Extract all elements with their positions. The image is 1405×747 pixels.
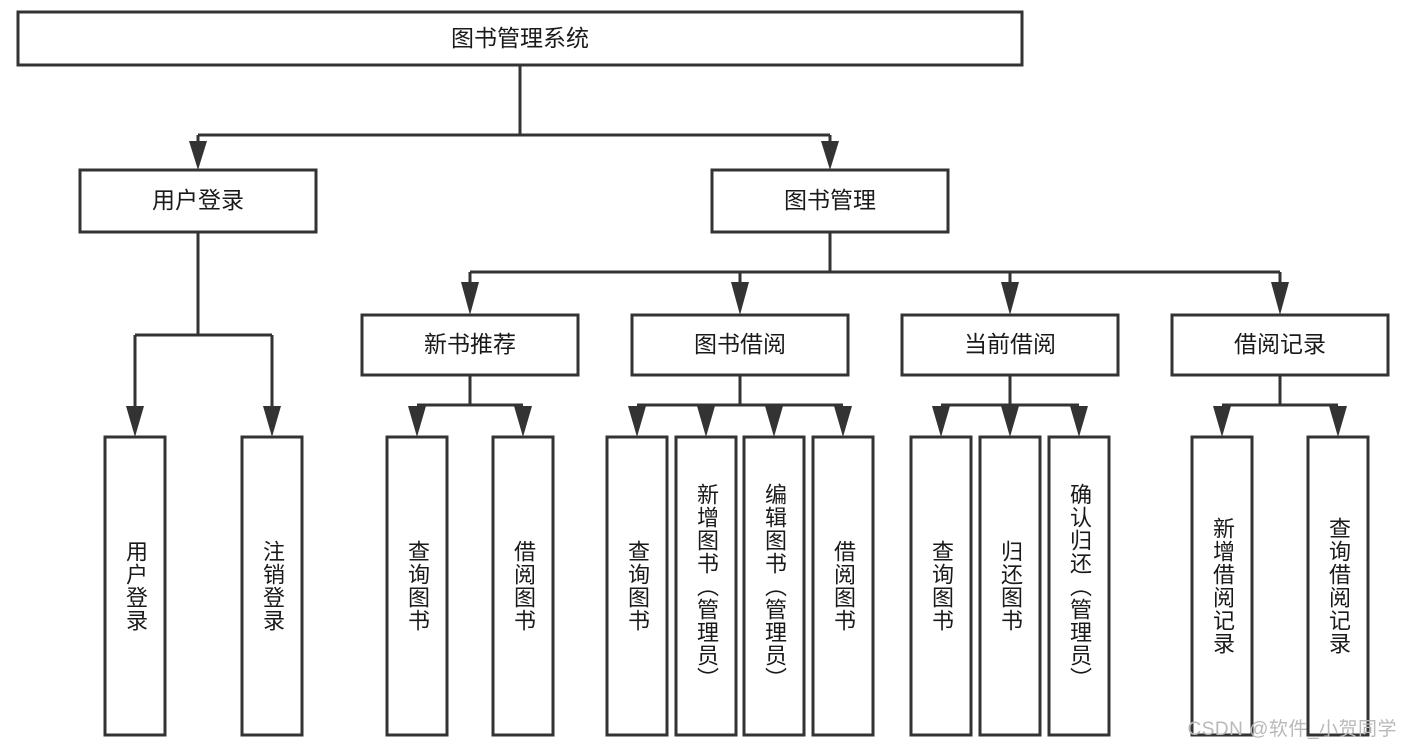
leaf-group-book-borrow: 查询图书 新增图书（管理员） 编辑图书（管理员） 借阅图书	[605, 435, 875, 737]
node-book-manage[interactable]: 图书管理	[710, 168, 950, 234]
leaf-node-text-area: 查询图书	[624, 540, 650, 632]
leaf-group-current-borrow: 查询图书 归还图书 确认归还（管理员）	[909, 435, 1111, 737]
leaf-node-text-area: 编辑图书（管理员）	[761, 482, 787, 690]
arrow-head-bb-leaf2	[697, 406, 715, 437]
leaf-node-box[interactable]	[1190, 435, 1254, 737]
leaf-label: 借阅图书	[510, 540, 536, 632]
node-book-manage-label: 图书管理	[784, 187, 876, 213]
leaf-node-text-area: 借阅图书	[510, 540, 536, 632]
arrow-head-borrow-record	[1271, 282, 1289, 315]
arrow-head-cb-leaf1	[932, 406, 950, 437]
leaf-node-text-area: 新增借阅记录	[1209, 517, 1235, 655]
leaf-node-text-area: 归还图书	[997, 540, 1023, 632]
node-new-book-recommend[interactable]: 新书推荐	[360, 313, 580, 377]
connectors-book-manage-to-level3	[461, 232, 1289, 315]
leaf-node-box[interactable]	[1047, 435, 1111, 737]
arrow-head-leaf-user-login	[126, 406, 144, 437]
leaf-label: 查询图书	[624, 540, 650, 632]
node-book-borrow[interactable]: 图书借阅	[630, 313, 850, 377]
leaf-node-text-area: 查询图书	[928, 540, 954, 632]
arrow-head-bb-leaf4	[834, 406, 852, 437]
node-user-login-box[interactable]	[78, 168, 318, 234]
node-user-login-label: 用户登录	[152, 187, 244, 213]
leaf-label: 查询图书	[404, 540, 430, 632]
connectors-new-book-to-leaves	[408, 375, 532, 437]
connectors-current-borrow-to-leaves	[932, 375, 1088, 437]
connectors-borrow-record-to-leaves	[1213, 375, 1347, 437]
leaf-node-box[interactable]	[491, 435, 555, 737]
leaf-group-user-login: 用户登录 注销登录	[103, 435, 304, 737]
connectors-book-borrow-to-leaves	[628, 375, 852, 437]
arrow-head-nb-leaf1	[408, 406, 426, 437]
leaf-label: 新增借阅记录	[1209, 517, 1235, 655]
node-user-login[interactable]: 用户登录	[78, 168, 318, 234]
leaf-node-box[interactable]	[240, 435, 304, 737]
leaf-node-text-area: 确认归还（管理员）	[1066, 482, 1092, 690]
node-current-borrow[interactable]: 当前借阅	[900, 313, 1120, 377]
leaf-group-new-book-recommend: 查询图书 借阅图书	[385, 435, 555, 737]
arrow-head-bb-leaf1	[628, 406, 646, 437]
arrow-head-book-manage	[821, 141, 839, 170]
leaf-label: 确认归还（管理员）	[1066, 482, 1092, 690]
leaf-label: 注销登录	[259, 540, 285, 632]
leaf-node-box[interactable]	[742, 435, 806, 737]
leaf-label: 借阅图书	[830, 540, 856, 632]
leaf-group-borrow-record: 新增借阅记录 查询借阅记录	[1190, 435, 1370, 737]
leaf-node-text-area: 新增图书（管理员）	[693, 482, 719, 690]
leaf-node-box[interactable]	[978, 435, 1042, 737]
arrow-head-new-book	[461, 282, 479, 315]
node-current-borrow-label: 当前借阅	[964, 331, 1056, 357]
node-borrow-record[interactable]: 借阅记录	[1170, 313, 1390, 377]
node-borrow-record-box[interactable]	[1170, 313, 1390, 377]
leaf-node-box[interactable]	[1306, 435, 1370, 737]
leaf-node-text-area: 注销登录	[259, 540, 285, 632]
leaf-node-box[interactable]	[909, 435, 973, 737]
node-book-borrow-label: 图书借阅	[694, 331, 786, 357]
leaf-node-box[interactable]	[103, 435, 167, 737]
node-root-label: 图书管理系统	[451, 25, 589, 51]
leaf-node-box[interactable]	[811, 435, 875, 737]
leaf-label: 用户登录	[122, 540, 148, 632]
arrow-head-cb-leaf2	[1001, 406, 1019, 437]
node-root[interactable]: 图书管理系统	[16, 10, 1024, 67]
arrow-head-current-borrow	[1001, 282, 1019, 315]
arrow-head-user-login	[189, 141, 207, 170]
node-current-borrow-box[interactable]	[900, 313, 1120, 377]
node-root-box[interactable]	[16, 10, 1024, 67]
leaf-label: 归还图书	[997, 540, 1023, 632]
node-borrow-record-label: 借阅记录	[1234, 331, 1326, 357]
arrow-head-br-leaf2	[1329, 406, 1347, 437]
arrow-head-bb-leaf3	[765, 406, 783, 437]
leaf-node-text-area: 借阅图书	[830, 540, 856, 632]
leaf-node-box[interactable]	[385, 435, 449, 737]
arrow-head-cb-leaf3	[1070, 406, 1088, 437]
leaf-node-box[interactable]	[674, 435, 738, 737]
leaf-node-text-area: 查询借阅记录	[1325, 517, 1351, 655]
arrow-head-leaf-logout	[263, 406, 281, 437]
arrow-head-br-leaf1	[1213, 406, 1231, 437]
leaf-node-text-area: 用户登录	[122, 540, 148, 632]
leaf-node-box[interactable]	[605, 435, 669, 737]
leaf-label: 查询图书	[928, 540, 954, 632]
connectors-user-login-to-leaves	[126, 232, 281, 437]
connectors-root-to-level2	[189, 65, 839, 170]
arrow-head-book-borrow	[731, 282, 749, 315]
leaf-label: 编辑图书（管理员）	[761, 482, 787, 690]
node-new-book-recommend-label: 新书推荐	[424, 331, 516, 357]
leaf-label: 查询借阅记录	[1325, 517, 1351, 655]
leaf-node-text-area: 查询图书	[404, 540, 430, 632]
leaf-label: 新增图书（管理员）	[693, 482, 719, 690]
node-new-book-recommend-box[interactable]	[360, 313, 580, 377]
node-book-borrow-box[interactable]	[630, 313, 850, 377]
arrow-head-nb-leaf2	[514, 406, 532, 437]
node-book-manage-box[interactable]	[710, 168, 950, 234]
